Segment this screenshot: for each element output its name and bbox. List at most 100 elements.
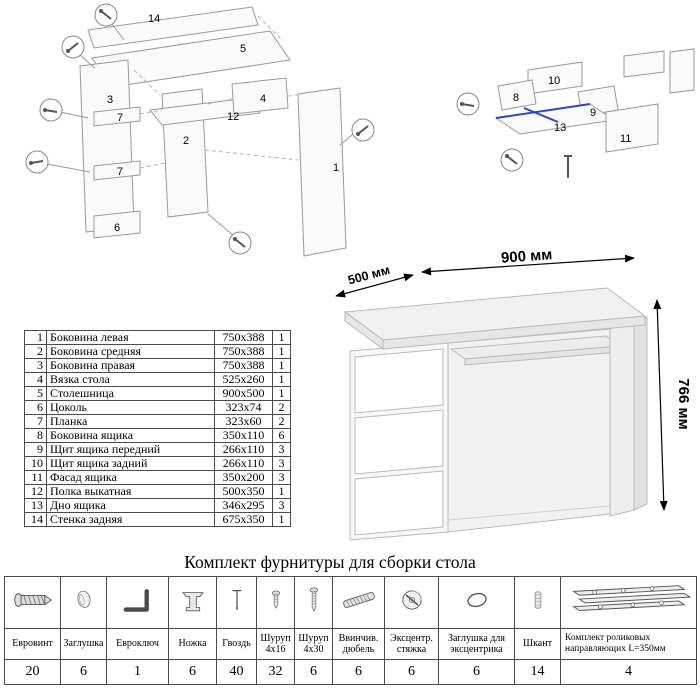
part-number-cell: 11: [24, 470, 47, 485]
part-number-label: 6: [114, 222, 120, 234]
hardware-quantity: 40: [216, 659, 257, 685]
hardware-quantity: 14: [514, 659, 561, 685]
part-number-label: 1: [333, 162, 339, 174]
part-size-cell: 350x200: [214, 470, 273, 485]
part-name-cell: Щит ящика передний: [46, 442, 215, 457]
hardware-name: Евровинт: [4, 628, 61, 660]
part-size-cell: 323x74: [214, 400, 273, 415]
part-qty-cell: 1: [272, 512, 291, 527]
part-size-cell: 750x388: [214, 344, 273, 359]
hardware-quantity: 4: [560, 659, 697, 685]
cap-icon: [60, 576, 107, 629]
part-qty-cell: 3: [272, 456, 291, 471]
hardware-quantity: 20: [4, 659, 61, 685]
part-number-label: 13: [554, 122, 566, 134]
part-number-cell: 2: [24, 344, 47, 359]
part-qty-cell: 1: [272, 372, 291, 387]
cam-cap-icon: [438, 576, 515, 629]
part-number-label: 11: [620, 133, 631, 145]
depth-dimension-arrow: [335, 273, 414, 298]
hardware-name: Шуруп 4х16: [256, 628, 295, 660]
part-number-label: 7: [117, 166, 123, 178]
hardware-quantity: 6: [60, 659, 107, 685]
assembled-desk-view: 900 мм 500 мм 766 мм: [335, 248, 692, 541]
part-number-cell: 8: [24, 428, 47, 443]
desk-drawer-front-2: [354, 409, 444, 475]
part-drawer-fascia-extra: [669, 48, 695, 94]
drawer-slide-icon: [560, 576, 697, 629]
part-qty-cell: 1: [272, 358, 291, 373]
screw-short-icon: [256, 576, 295, 629]
hardware-name: Ножка: [168, 628, 217, 660]
desk-drawer-front-1: [354, 348, 444, 414]
part-qty-cell: 1: [272, 484, 291, 499]
part-number-label: 12: [227, 111, 239, 123]
hardware-name: Ввинчив. дюбель: [332, 628, 385, 660]
part-right-side: [297, 87, 347, 257]
magnifier-callout-icon: [94, 3, 118, 27]
magnifier-callout-icon: [25, 150, 49, 174]
part-qty-cell: 1: [272, 386, 291, 401]
part-size-cell: 323x60: [214, 414, 273, 429]
part-left-side: [79, 59, 135, 233]
cam-lock-icon: [384, 576, 439, 629]
part-qty-cell: 3: [272, 470, 291, 485]
width-dimension-arrow: [421, 254, 635, 276]
hardware-quantity: 6: [332, 659, 385, 685]
part-plank-top: [93, 106, 141, 127]
part-number-label: 3: [107, 94, 113, 106]
hardware-name: Шкант: [514, 628, 561, 660]
dimension-arrows: [335, 254, 668, 511]
part-name-cell: Боковина ящика: [46, 428, 215, 443]
hardware-name: Эксцентр. стяжка: [384, 628, 439, 660]
part-size-cell: 750x388: [214, 358, 273, 373]
width-dimension-label: 900 мм: [500, 248, 552, 267]
magnifier-callout-icon: [228, 231, 252, 255]
hardware-name: Заглушка: [60, 628, 107, 660]
magnifier-callout-icon: [39, 98, 63, 122]
part-number-label: 4: [260, 93, 266, 105]
part-number-label: 9: [590, 107, 596, 119]
desk-top-left-edge: [344, 311, 384, 350]
part-size-cell: 266x110: [214, 442, 273, 457]
hex-key-icon: [106, 576, 169, 629]
part-number-cell: 13: [24, 498, 47, 513]
part-name-cell: Щит ящика задний: [46, 456, 215, 471]
hardware-name: Комплект роликовых направляющих L=350мм: [560, 628, 697, 660]
part-name-cell: Столешница: [46, 386, 215, 401]
hardware-name: Заглушка для эксцентрика: [438, 628, 515, 660]
part-size-cell: 750x388: [214, 330, 273, 345]
part-tie-panel: [231, 77, 289, 115]
hardware-name: Гвоздь: [216, 628, 257, 660]
part-number-cell: 3: [24, 358, 47, 373]
hardware-kit-title: Комплект фурнитуры для сборки стола: [184, 552, 476, 572]
part-number-cell: 9: [24, 442, 47, 457]
part-number-cell: 1: [24, 330, 47, 345]
part-size-cell: 350x110: [214, 428, 273, 443]
part-plinth: [93, 210, 141, 239]
part-drawer-side-extra: [623, 50, 665, 78]
magnifier-callout-icon: [456, 92, 480, 116]
magnifier-callout-icon: [500, 148, 524, 172]
hardware-quantity: 6: [438, 659, 515, 685]
screw-long-icon: [294, 576, 333, 629]
part-qty-cell: 1: [272, 344, 291, 359]
part-number-cell: 6: [24, 400, 47, 415]
desk-right-panel-face: [609, 320, 635, 517]
part-number-cell: 12: [24, 484, 47, 499]
part-name-cell: Боковина левая: [46, 330, 215, 345]
part-number-label: 5: [240, 43, 246, 55]
part-qty-cell: 6: [272, 428, 291, 443]
part-name-cell: Фасад ящика: [46, 470, 215, 485]
